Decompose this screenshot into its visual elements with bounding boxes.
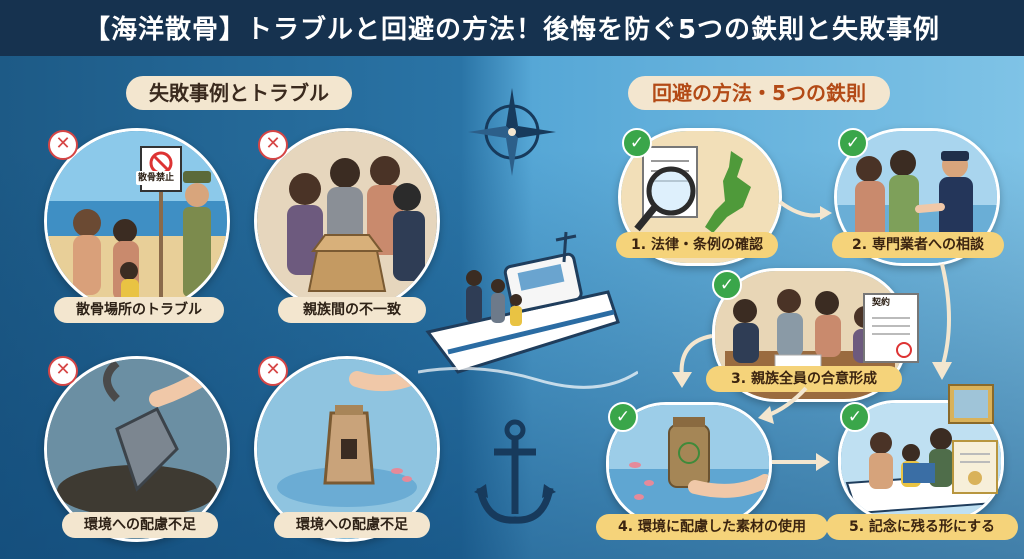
rule-label-eco: 4. 環境に配慮した素材の使用	[596, 514, 828, 540]
polluting-urn-illustration	[47, 359, 227, 539]
check-icon: ✓	[838, 128, 868, 158]
check-icon: ✓	[712, 270, 742, 300]
cross-icon: ✕	[48, 356, 78, 386]
arguing-family-illustration	[257, 131, 437, 311]
sign-text: 散骨禁止	[136, 171, 177, 185]
compass-icon	[468, 88, 556, 176]
cross-icon: ✕	[48, 130, 78, 160]
beach-scene-illustration	[47, 131, 227, 311]
anchor-icon	[474, 419, 556, 524]
case-environment-illustration-1	[44, 356, 230, 542]
check-icon: ✓	[840, 402, 870, 432]
arrow-right-icon-2	[772, 453, 830, 471]
case-label-environment-1: 環境への配慮不足	[62, 512, 218, 538]
cross-icon: ✕	[258, 356, 288, 386]
certificate-illustration	[952, 440, 998, 494]
page-title: 【海洋散骨】トラブルと回避の方法！後悔を防ぐ5つの鉄則と失敗事例	[83, 15, 941, 45]
case-label-location: 散骨場所のトラブル	[54, 297, 224, 323]
contract-title: 契約	[872, 298, 891, 308]
boat-illustration	[418, 231, 638, 389]
arrow-right-icon	[778, 200, 832, 220]
header-bar	[0, 0, 1024, 56]
arrow-down-left-icon	[672, 334, 713, 388]
case-label-environment-2: 環境への配慮不足	[274, 512, 430, 538]
arrow-down-icon	[932, 263, 952, 380]
rule-label-memorial: 5. 記念に残る形にする	[826, 514, 1018, 540]
arrow-down-left-icon-2	[758, 386, 808, 424]
case-family-illustration	[254, 128, 440, 314]
rule-label-professional: 2. 専門業者への相談	[832, 232, 1004, 258]
rule-label-law: 1. 法律・条例の確認	[616, 232, 778, 258]
failure-section-heading: 失敗事例とトラブル	[126, 76, 352, 110]
check-icon: ✓	[608, 402, 638, 432]
contract-document-illustration	[863, 293, 919, 363]
case-environment-illustration-2	[254, 356, 440, 542]
dropping-urn-illustration	[257, 359, 437, 539]
eco-urn-illustration	[609, 405, 769, 523]
case-label-family: 親族間の不一致	[278, 297, 426, 323]
cross-icon: ✕	[258, 130, 288, 160]
photo-frame-illustration	[948, 384, 994, 424]
avoidance-section-heading: 回避の方法・5つの鉄則	[628, 76, 890, 110]
check-icon: ✓	[622, 128, 652, 158]
